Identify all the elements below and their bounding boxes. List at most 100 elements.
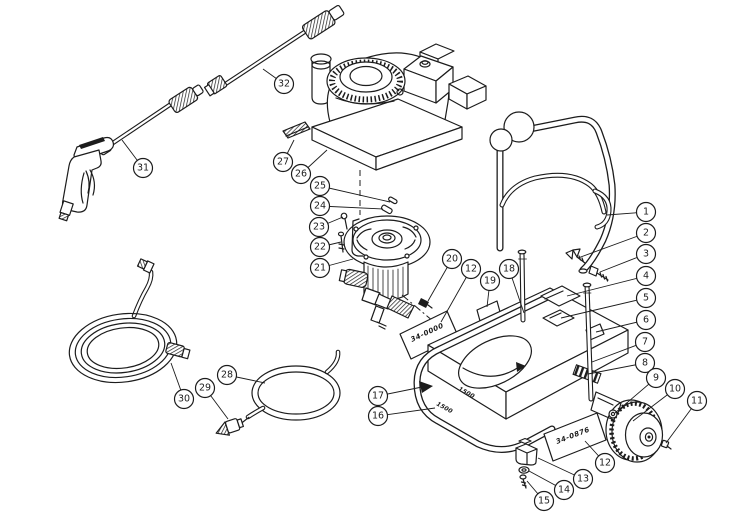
callout-32: 32 bbox=[262, 68, 295, 95]
callout-number-10: 10 bbox=[669, 384, 681, 395]
deck-opening bbox=[458, 335, 532, 389]
callout-number-17: 17 bbox=[372, 391, 384, 402]
callout-16: 16 bbox=[367, 405, 436, 427]
callout-balloon-3 bbox=[635, 243, 657, 265]
callout-balloon-5 bbox=[635, 287, 657, 309]
callout-18: 18 bbox=[498, 258, 525, 314]
callout-balloon-16 bbox=[367, 405, 389, 427]
callout-leader-5 bbox=[560, 297, 647, 319]
callout-number-2: 2 bbox=[643, 228, 649, 239]
pump-knob bbox=[338, 268, 369, 288]
chemical-hose bbox=[245, 349, 341, 421]
callout-balloon-4 bbox=[635, 265, 657, 287]
callout-balloon-10 bbox=[664, 378, 686, 400]
axle-washer bbox=[608, 409, 618, 419]
handle-brackets bbox=[540, 285, 605, 341]
callout-leader-4 bbox=[566, 275, 647, 297]
gun-wand-grip bbox=[168, 84, 204, 113]
high-pressure-hose bbox=[68, 258, 191, 384]
callout-number-29: 29 bbox=[199, 383, 211, 394]
callout-number-8: 8 bbox=[642, 358, 648, 369]
hose-hook bbox=[503, 111, 535, 143]
handle-bolt bbox=[588, 265, 609, 282]
callout-number-19: 19 bbox=[484, 276, 496, 287]
callout-15: 15 bbox=[526, 480, 555, 512]
callout-12: 12 bbox=[584, 440, 616, 474]
callout-number-15: 15 bbox=[538, 496, 550, 507]
callout-number-4: 4 bbox=[643, 271, 649, 282]
gun-inlet-fitting bbox=[58, 200, 74, 222]
wing-bolt bbox=[565, 248, 586, 264]
callout-number-24: 24 bbox=[314, 201, 326, 212]
callout-31: 31 bbox=[121, 139, 154, 179]
callout-balloon-1 bbox=[635, 201, 657, 223]
callout-13: 13 bbox=[537, 457, 594, 490]
callout-balloon-28 bbox=[216, 364, 238, 386]
callout-12: 12 bbox=[440, 258, 482, 323]
callout-10: 10 bbox=[632, 378, 686, 422]
callout-balloon-24 bbox=[309, 195, 331, 217]
callout-number-7: 7 bbox=[642, 337, 648, 348]
callout-number-12: 12 bbox=[599, 458, 611, 469]
callout-leader-24 bbox=[319, 205, 384, 210]
pump-outlet bbox=[386, 295, 415, 319]
callout-17: 17 bbox=[367, 385, 423, 407]
pump bbox=[338, 215, 431, 330]
callout-3: 3 bbox=[599, 243, 657, 273]
callout-20: 20 bbox=[427, 248, 463, 302]
callout-balloon-31 bbox=[132, 157, 154, 179]
wand-nozzle-grip bbox=[301, 4, 345, 40]
callout-27: 27 bbox=[272, 139, 295, 173]
callout-number-25: 25 bbox=[314, 181, 326, 192]
wand-coupler bbox=[203, 75, 228, 97]
callout-number-13: 13 bbox=[577, 474, 589, 485]
engine-mount-plate bbox=[282, 121, 311, 139]
callout-balloon-29 bbox=[194, 377, 216, 399]
callout-30: 30 bbox=[170, 362, 195, 410]
callout-5: 5 bbox=[560, 287, 657, 319]
callout-balloon-18 bbox=[498, 258, 520, 280]
callout-balloon-7 bbox=[634, 331, 656, 353]
callout-leader-12 bbox=[440, 268, 472, 323]
callout-number-20: 20 bbox=[446, 254, 458, 265]
callout-25: 25 bbox=[309, 175, 391, 203]
callout-29: 29 bbox=[194, 377, 229, 420]
callout-balloon-27 bbox=[272, 151, 294, 173]
extension-wand bbox=[203, 4, 345, 97]
callout-balloon-26 bbox=[290, 163, 312, 185]
callout-balloon-12 bbox=[594, 452, 616, 474]
callout-balloon-12 bbox=[460, 258, 482, 280]
callout-leader-2 bbox=[577, 232, 647, 259]
callout-number-18: 18 bbox=[503, 264, 515, 275]
callout-9: 9 bbox=[614, 367, 667, 414]
handle-pad bbox=[540, 285, 581, 307]
callout-balloon-19 bbox=[479, 270, 501, 292]
callout-8: 8 bbox=[587, 352, 656, 375]
callout-4: 4 bbox=[566, 265, 657, 297]
callout-6: 6 bbox=[595, 309, 657, 333]
callout-2: 2 bbox=[577, 222, 657, 259]
callout-leader-25 bbox=[319, 185, 391, 203]
hose-coupler bbox=[165, 341, 191, 360]
callout-21: 21 bbox=[309, 257, 354, 279]
callout-number-3: 3 bbox=[643, 249, 649, 260]
handle-clamp bbox=[542, 309, 575, 327]
hose-end-fitting bbox=[136, 258, 155, 274]
callout-balloon-22 bbox=[309, 236, 331, 258]
spray-gun bbox=[58, 84, 204, 222]
callout-24: 24 bbox=[309, 195, 384, 217]
foot-screw bbox=[519, 474, 527, 489]
foot-washer bbox=[518, 466, 530, 474]
callout-19: 19 bbox=[479, 270, 501, 308]
frame-arrow-decal bbox=[419, 381, 433, 393]
rubber-foot bbox=[515, 437, 538, 466]
callout-number-27: 27 bbox=[277, 157, 289, 168]
callout-7: 7 bbox=[591, 331, 656, 363]
callout-number-21: 21 bbox=[314, 263, 326, 274]
callout-number-11: 11 bbox=[691, 396, 703, 407]
wheel bbox=[605, 399, 664, 463]
callout-balloon-13 bbox=[572, 468, 594, 490]
callout-28: 28 bbox=[216, 364, 266, 386]
callout-number-5: 5 bbox=[643, 293, 649, 304]
